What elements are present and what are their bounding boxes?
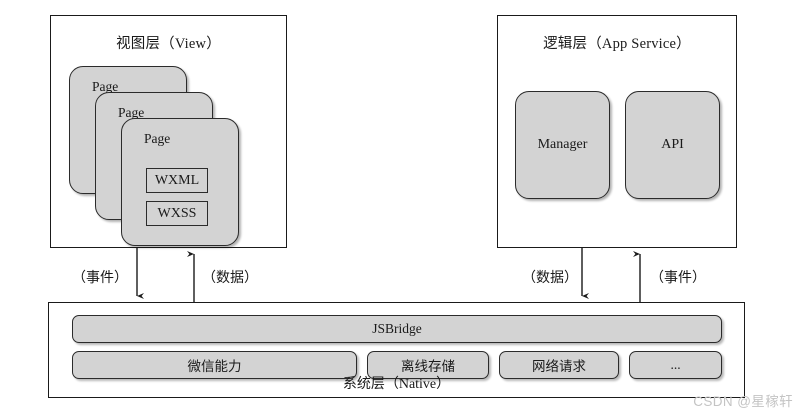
- page-card-label: Page: [144, 131, 171, 146]
- view-layer-panel: 视图层（View） Page Page Page WXML WXSS: [50, 15, 287, 248]
- page-card-label: Page: [92, 79, 119, 94]
- offline-storage-box[interactable]: 离线存储: [367, 351, 489, 379]
- arrow-label-view-data: （数据）: [202, 271, 258, 286]
- native-layer-title: 系统层（Native）: [342, 377, 451, 392]
- more-capabilities-box[interactable]: ...: [629, 351, 722, 379]
- arrow-label-service-event: （事件）: [650, 271, 706, 286]
- csdn-watermark: CSDN @星稼轩: [693, 394, 793, 409]
- page-card-label: Page: [118, 105, 145, 120]
- view-layer-title: 视图层（View）: [116, 36, 221, 52]
- wxss-box[interactable]: WXSS: [146, 201, 208, 226]
- app-service-title: 逻辑层（App Service）: [543, 36, 691, 52]
- api-card[interactable]: API: [625, 91, 720, 199]
- native-layer-panel: JSBridge 微信能力 离线存储 网络请求 ... 系统层（Native）: [48, 302, 745, 398]
- network-request-box[interactable]: 网络请求: [499, 351, 619, 379]
- wechat-capability-box[interactable]: 微信能力: [72, 351, 357, 379]
- arrow-label-service-data: （数据）: [522, 271, 578, 286]
- manager-card[interactable]: Manager: [515, 91, 610, 199]
- wxml-box[interactable]: WXML: [146, 168, 208, 193]
- arrow-label-view-event: （事件）: [72, 271, 128, 286]
- jsbridge-box[interactable]: JSBridge: [72, 315, 722, 343]
- app-service-panel: 逻辑层（App Service） Manager API: [497, 15, 737, 248]
